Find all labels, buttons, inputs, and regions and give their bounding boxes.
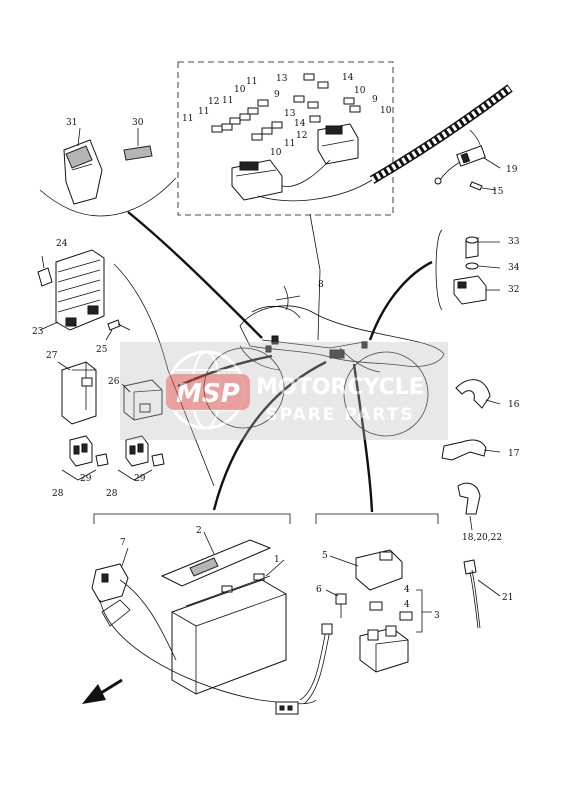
part-28-29-left: [61, 435, 109, 481]
part-30-pad: [123, 128, 153, 161]
part-7-fuse-holder: [91, 563, 317, 705]
part-24-clip: [37, 255, 53, 287]
callout-32: 32: [508, 285, 519, 295]
harness-spiral: [369, 84, 513, 191]
part-18-clip: [457, 482, 481, 515]
callout-ticks: [39, 157, 501, 597]
part-17-clamp: [441, 439, 487, 461]
callout-labels: 1 2 3 4 4 5 6 7 8 9 9 10 10 10 10 11 11 …: [32, 73, 520, 621]
callout-4b: 4: [404, 600, 410, 610]
callout-30: 30: [132, 118, 144, 128]
callout-21: 21: [502, 593, 513, 603]
part-5-relay: [355, 549, 403, 591]
fuse-cluster: [211, 73, 361, 141]
callout-11c: 11: [198, 107, 209, 117]
fuse-box-group: [177, 61, 394, 216]
part-32-34-group: [435, 229, 487, 311]
callout-11d: 11: [182, 114, 193, 124]
callout-9b: 9: [372, 95, 378, 105]
callout-18: 18,20,22: [462, 533, 502, 543]
callout-9a: 9: [274, 90, 280, 100]
callout-11a: 11: [246, 77, 257, 87]
callout-26: 26: [108, 377, 120, 387]
callout-2: 2: [196, 526, 202, 536]
part-4-fuses: [369, 589, 432, 633]
watermark-line2: SPARE PARTS: [265, 405, 414, 425]
watermark-logo-box: [166, 374, 250, 410]
callout-27: 27: [46, 351, 58, 361]
callout-28a: 28: [52, 489, 64, 499]
callout-12a: 12: [208, 97, 219, 107]
callout-17: 17: [508, 449, 520, 459]
watermark-line1: MOTORCYCLE: [256, 375, 424, 400]
callout-28b: 28: [106, 489, 118, 499]
callout-3: 3: [434, 611, 440, 621]
part-31-cover: [63, 127, 103, 205]
callout-33: 33: [508, 237, 520, 247]
part-21-tie: [463, 559, 481, 629]
leader-lines: [127, 211, 433, 513]
callout-12b: 12: [296, 131, 307, 141]
part-25-bolt: [105, 319, 131, 341]
callout-7: 7: [120, 538, 126, 548]
callout-6: 6: [316, 585, 322, 595]
callout-11e: 11: [284, 139, 295, 149]
part-1-battery: [171, 573, 287, 695]
callout-29b: 29: [134, 474, 146, 484]
front-direction-arrow: [82, 678, 123, 704]
part-6-bolt: [335, 593, 347, 618]
part-28-29-right: [117, 435, 165, 481]
watermark-logo: MSP: [176, 379, 240, 409]
callout-10a: 10: [354, 86, 366, 96]
callout-34: 34: [508, 263, 520, 273]
callout-10d: 10: [270, 148, 282, 158]
bottom-left-bracket: [93, 513, 291, 524]
part-27-relay: [61, 361, 97, 425]
callout-13b: 13: [284, 109, 296, 119]
part-26-relay: [123, 379, 163, 421]
callout-10c: 10: [234, 85, 246, 95]
callout-24: 24: [56, 239, 68, 249]
callout-11b: 11: [222, 96, 233, 106]
callout-10b: 10: [380, 106, 392, 116]
callout-4a: 4: [404, 585, 410, 595]
callout-16: 16: [508, 400, 520, 410]
callout-15: 15: [492, 187, 504, 197]
watermark: MSP MOTORCYCLE SPARE PARTS: [120, 342, 448, 440]
callout-14a: 14: [342, 73, 354, 83]
callout-19: 19: [506, 165, 518, 175]
part-23-rectifier-regulator: [55, 249, 105, 331]
callout-5: 5: [322, 551, 328, 561]
part-2-strap: [160, 539, 272, 587]
starter-wire: [275, 623, 333, 715]
fuse-block-right: [317, 123, 359, 165]
part-16-clamp: [455, 379, 491, 409]
callout-14b: 14: [294, 119, 306, 129]
callout-1: 1: [274, 555, 280, 565]
part-3-starter-relay: [359, 625, 409, 673]
callout-29a: 29: [80, 474, 92, 484]
callout-8: 8: [318, 280, 324, 290]
callout-23: 23: [32, 327, 44, 337]
callout-25: 25: [96, 345, 108, 355]
bottom-right-bracket: [315, 513, 439, 524]
callout-13a: 13: [276, 74, 288, 84]
fuse-block-left: [231, 159, 283, 201]
callout-31: 31: [66, 118, 77, 128]
